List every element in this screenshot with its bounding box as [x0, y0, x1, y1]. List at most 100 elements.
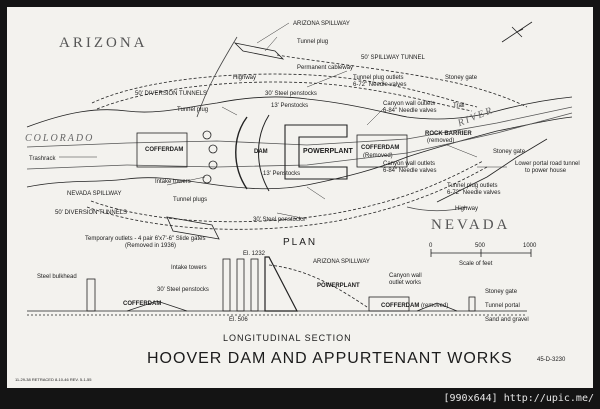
watermark-text: [990x644] http://upic.me/ — [443, 393, 594, 404]
label-penstocks-13-top: 13' Penstocks — [271, 103, 308, 109]
label-needle-valves-84-bottom: 6-84" Needle valves — [383, 168, 437, 174]
label-trail: Trail — [453, 103, 464, 109]
diversion-tunnel-nevada — [86, 166, 488, 230]
scale-bar — [430, 249, 532, 257]
intake-tower-4 — [202, 174, 212, 184]
label-temporary-outlets: Temporary outlets - 4 pair 6'x7'-6" Slid… — [85, 236, 205, 242]
label-highway-top: Highway — [233, 75, 256, 81]
hoover-dam-drawing: ARIZONA NEVADA COLORADO RIVER ARIZONA SP… — [15, 21, 580, 382]
spillway-section — [268, 264, 368, 308]
label-diversion-tunnels-bottom: 50' DIVERSION TUNNELS — [55, 210, 127, 216]
region-nevada: NEVADA — [431, 217, 510, 233]
canyon-edge-top — [26, 96, 573, 128]
scale-caption: Scale of feet — [459, 261, 493, 267]
label-tunnel-plug-top: Tunnel plug — [297, 39, 328, 45]
spillway-tunnel — [276, 54, 528, 108]
label-steel-penstocks-bottom: 30' Steel penstocks — [253, 217, 305, 223]
section-powerplant: POWERPLANT — [317, 283, 360, 289]
label-needle-valves-top: 6-72" Needle valves — [353, 82, 407, 88]
section-stoney-gate: Stoney gate — [485, 289, 518, 295]
label-removed-1936: (Removed in 1936) — [125, 243, 176, 249]
nevada-spillway — [166, 216, 220, 240]
section-sand-gravel: Sand and gravel — [485, 317, 529, 323]
dam-base — [258, 114, 270, 192]
section-canyon-wall: Canyon wall — [389, 273, 422, 279]
canyon-edge-bottom — [26, 116, 573, 190]
label-cofferdam-left: COFFERDAM — [145, 147, 183, 153]
intake-tower-section-3 — [250, 258, 259, 312]
dam-crest — [235, 116, 248, 190]
river-channel-lower — [26, 112, 573, 170]
powerplant-section — [368, 296, 410, 312]
label-rock-barrier: ROCK BARRIER — [425, 131, 472, 137]
label-needle-valves-84-top: 6-84" Needle valves — [383, 108, 437, 114]
label-stoney-gate-top: Stoney gate — [445, 75, 478, 81]
scale-max: 1000 — [523, 243, 537, 249]
label-steel-penstocks-top: 30' Steel penstocks — [265, 91, 317, 97]
section-cofferdam-left: COFFERDAM — [123, 301, 161, 307]
label-highway-bottom: Highway — [455, 206, 478, 212]
label-canyon-wall-outlets-top: Canyon wall outlets — [383, 101, 435, 107]
subtitle: LONGITUDINAL SECTION — [223, 333, 352, 343]
section-tunnel-portal: Tunnel portal — [485, 303, 520, 309]
section-arizona-spillway: ARIZONA SPILLWAY — [313, 259, 370, 265]
cofferdam-left-section — [126, 300, 188, 312]
intake-tower-1 — [202, 130, 212, 140]
stoney-gate-section — [468, 296, 476, 312]
arizona-spillway — [233, 42, 285, 60]
label-spillway-tunnel: 50' SPILLWAY TUNNEL — [361, 55, 426, 61]
section-steel-penstocks: 30' Steel penstocks — [157, 287, 209, 293]
label-canyon-wall-outlets-bottom: Canyon wall outlets — [383, 161, 435, 167]
label-diversion-tunnels-top: 50' DIVERSION TUNNELS — [135, 91, 207, 97]
river-channel — [26, 106, 573, 148]
section-cofferdam-right: COFFERDAM — [381, 303, 419, 309]
label-intake-towers: Intake towers — [155, 179, 191, 185]
section-el-1232: El. 1232 — [243, 251, 266, 257]
intake-tower-section-1 — [222, 258, 231, 312]
diversion-tunnel-arizona-2 — [96, 81, 473, 112]
dam-section — [264, 256, 298, 312]
label-penstocks-13-bottom: 13' Penstocks — [263, 171, 300, 177]
label-rock-barrier-removed: (removed) — [427, 138, 454, 144]
label-permanent-cableway: Permanent cableway — [297, 65, 353, 71]
label-nevada-spillway: NEVADA SPILLWAY — [67, 191, 121, 197]
intake-tower-section-2 — [236, 258, 245, 312]
diversion-tunnel-nevada-2 — [90, 160, 484, 223]
label-cofferdam-right: COFFERDAM — [361, 145, 399, 151]
label-stoney-gate-right: Stoney gate — [493, 149, 526, 155]
main-title: HOOVER DAM AND APPURTENANT WORKS — [147, 350, 513, 367]
label-to-power-house: to power house — [525, 168, 567, 174]
steel-bulkhead — [86, 278, 96, 312]
intake-tower-3 — [208, 160, 218, 170]
diversion-tunnel-arizona — [91, 73, 478, 108]
label-needle-valves-bottom: 6-72" Needle valves — [447, 190, 501, 196]
label-tunnel-plugs: Tunnel plugs — [173, 197, 207, 203]
label-tunnel-plug-outlets-bottom: Tunnel plug outlets — [447, 183, 497, 189]
label-tunnel-plug-outlets-top: Tunnel plug outlets — [353, 75, 403, 81]
section-removed: (removed) — [421, 303, 448, 309]
section-steel-bulkhead: Steel bulkhead — [37, 274, 77, 280]
label-lower-portal: Lower portal road tunnel — [515, 161, 580, 167]
revision-note: 11-29-38 RETRACED 8-10-46 REV. 5-1-55 — [15, 377, 92, 382]
north-arrow — [501, 21, 533, 43]
leader-lines — [59, 22, 507, 220]
label-tunnel-plug-left: Tunnel plug — [177, 107, 208, 113]
label-removed: (Removed) — [363, 153, 393, 159]
drawing-sheet: ARIZONA NEVADA COLORADO RIVER ARIZONA SP… — [7, 7, 593, 388]
powerplant-outline — [284, 124, 348, 180]
section-intake-towers: Intake towers — [171, 265, 207, 271]
section-outlet-works: outlet works — [389, 280, 421, 286]
cofferdam-left-box — [136, 132, 188, 168]
watermark-bar: [990x644] http://upic.me/ — [0, 388, 600, 409]
highway-road — [196, 36, 238, 118]
section-el-506: El. 506 — [229, 317, 248, 323]
scale-mid: 500 — [475, 243, 486, 249]
plan-heading: PLAN — [283, 237, 317, 248]
intake-tower-2 — [208, 144, 218, 154]
label-trashrack: Trashrack — [29, 156, 56, 162]
region-colorado: COLORADO — [25, 133, 94, 144]
cofferdam-right-box — [356, 134, 408, 168]
scale-zero: 0 — [429, 243, 433, 249]
drawing-number: 45-D-3230 — [537, 357, 566, 363]
